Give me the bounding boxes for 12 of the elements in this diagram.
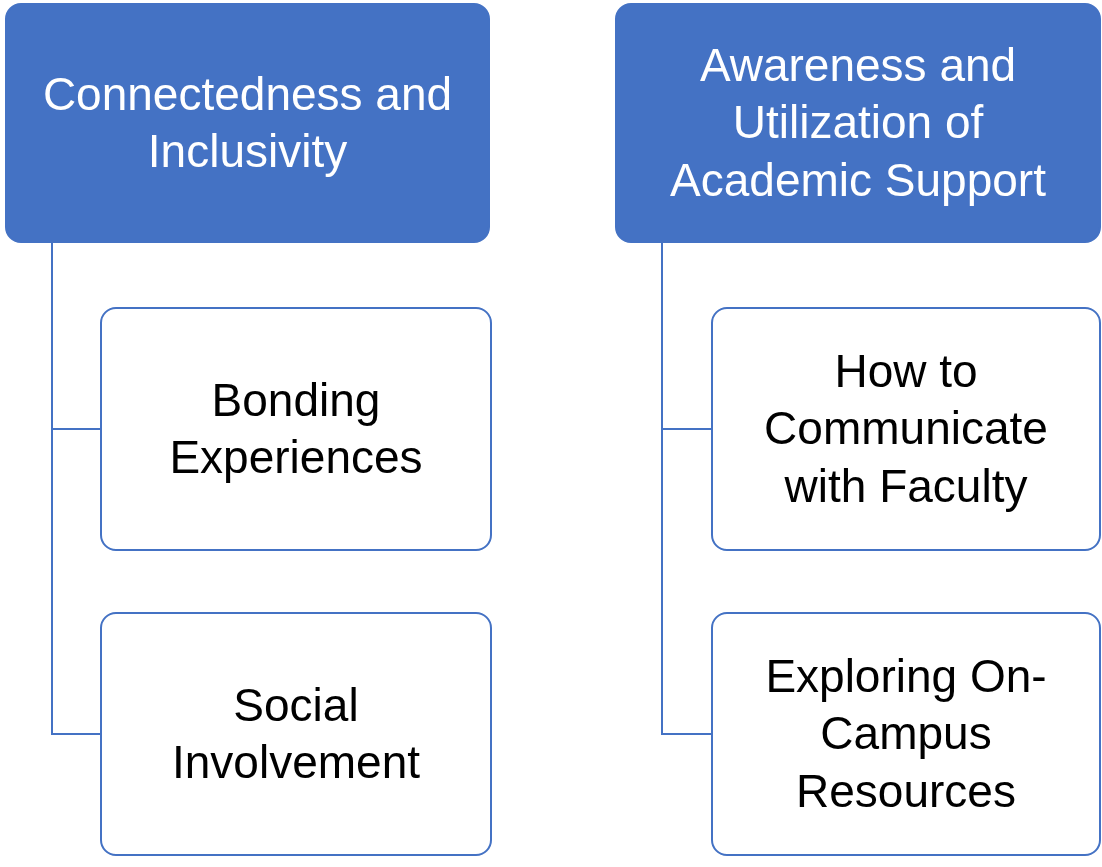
box-label: Connectedness and Inclusivity <box>41 66 454 179</box>
box-label: Exploring On-Campus Resources <box>764 648 1048 819</box>
subtopic-box <box>711 612 1101 856</box>
box-label: Bonding Experiences <box>168 372 424 485</box>
category-box <box>5 3 490 243</box>
box-label: Awareness and Utilization of Academic Support <box>669 37 1047 208</box>
subtopic-box <box>100 307 492 551</box>
category-box <box>615 3 1101 243</box>
subtopic-box <box>711 307 1101 551</box>
box-label: Social Involvement <box>171 677 421 790</box>
subtopic-box <box>100 612 492 856</box>
box-label: How to Communicate with Faculty <box>763 343 1049 514</box>
